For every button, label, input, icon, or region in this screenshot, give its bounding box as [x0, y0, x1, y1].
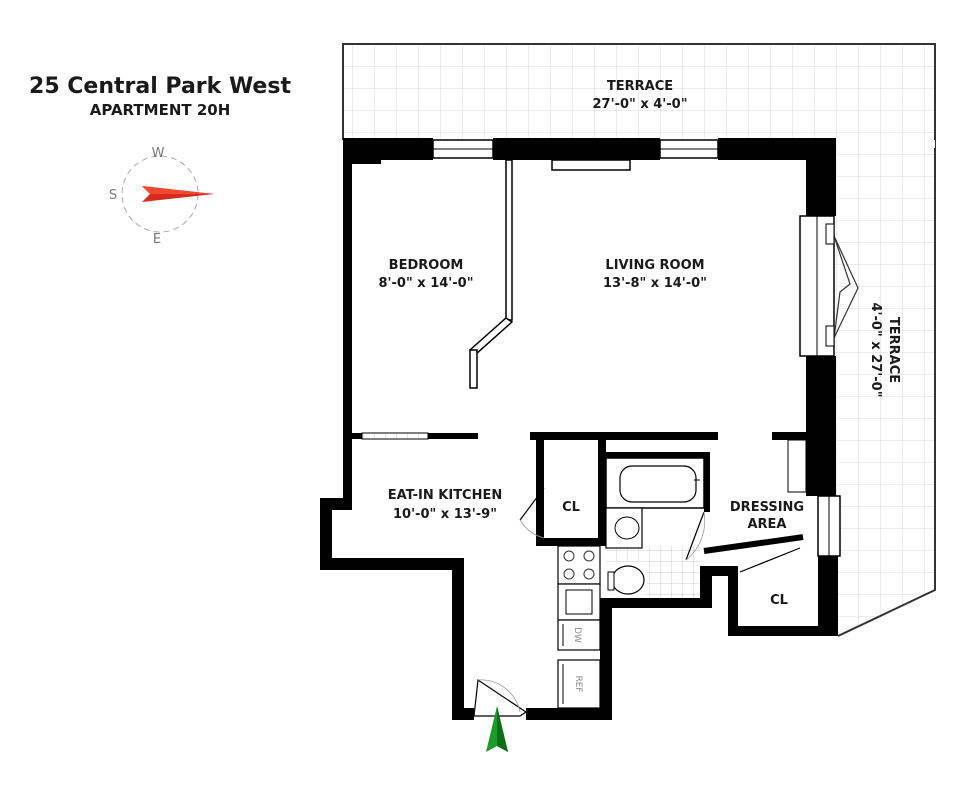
dressing-label-1: DRESSING: [730, 500, 804, 515]
compass-letter-left: S: [109, 188, 117, 203]
kitchen-closet-door: [519, 487, 545, 539]
compass-letter-bottom: E: [153, 232, 161, 247]
walls: [320, 138, 838, 720]
compass-icon: W S E: [109, 146, 214, 247]
radiator: [551, 159, 631, 171]
entry-door: [473, 678, 528, 717]
bedroom-label: BEDROOM: [389, 258, 464, 273]
terrace-top-label: TERRACE: [607, 79, 673, 94]
kitchen-label: EAT-IN KITCHEN: [388, 488, 503, 503]
toilet-icon: [611, 565, 645, 595]
refrigerator: [557, 659, 601, 709]
page-subtitle: APARTMENT 20H: [90, 101, 231, 119]
living-room-dims: 13'-8" x 14'-0": [603, 276, 707, 291]
dressing-label-2: AREA: [747, 517, 786, 532]
kitchen-dims: 10'-0" x 13'-9": [393, 507, 497, 522]
terrace-top-dims: 27'-0" x 4'-0": [593, 97, 688, 112]
dressing-shelf: [787, 439, 807, 493]
compass-letter-top: W: [152, 146, 165, 161]
pass-through: [361, 432, 429, 440]
dressing-closet-label: CL: [770, 593, 788, 608]
kitchen-closet-label: CL: [562, 500, 580, 515]
bedroom-partition: [468, 159, 514, 389]
dressing-closet-door: [739, 547, 801, 573]
living-room-label: LIVING ROOM: [605, 258, 704, 273]
dishwasher: [557, 619, 601, 651]
terrace-right-label: TERRACE: [886, 317, 901, 383]
dishwasher-label: DW: [572, 627, 582, 643]
page-title: 25 Central Park West: [29, 74, 291, 99]
terrace-top: [342, 43, 936, 148]
terrace-door: [799, 215, 859, 357]
kitchen-appliances: DW REF: [557, 545, 601, 709]
stove-icon: [557, 545, 601, 585]
bedroom-dims: 8'-0" x 14'-0": [379, 276, 474, 291]
interior-walls: [352, 432, 806, 554]
terrace-right-dims: 4'-0" x 27'-0": [868, 303, 883, 398]
bathroom: [605, 457, 706, 598]
terrace-right: [836, 140, 936, 637]
refrigerator-label: REF: [573, 675, 583, 692]
window-top-left: [432, 139, 494, 159]
window-dressing: [817, 495, 841, 557]
window-top-right: [659, 139, 719, 159]
